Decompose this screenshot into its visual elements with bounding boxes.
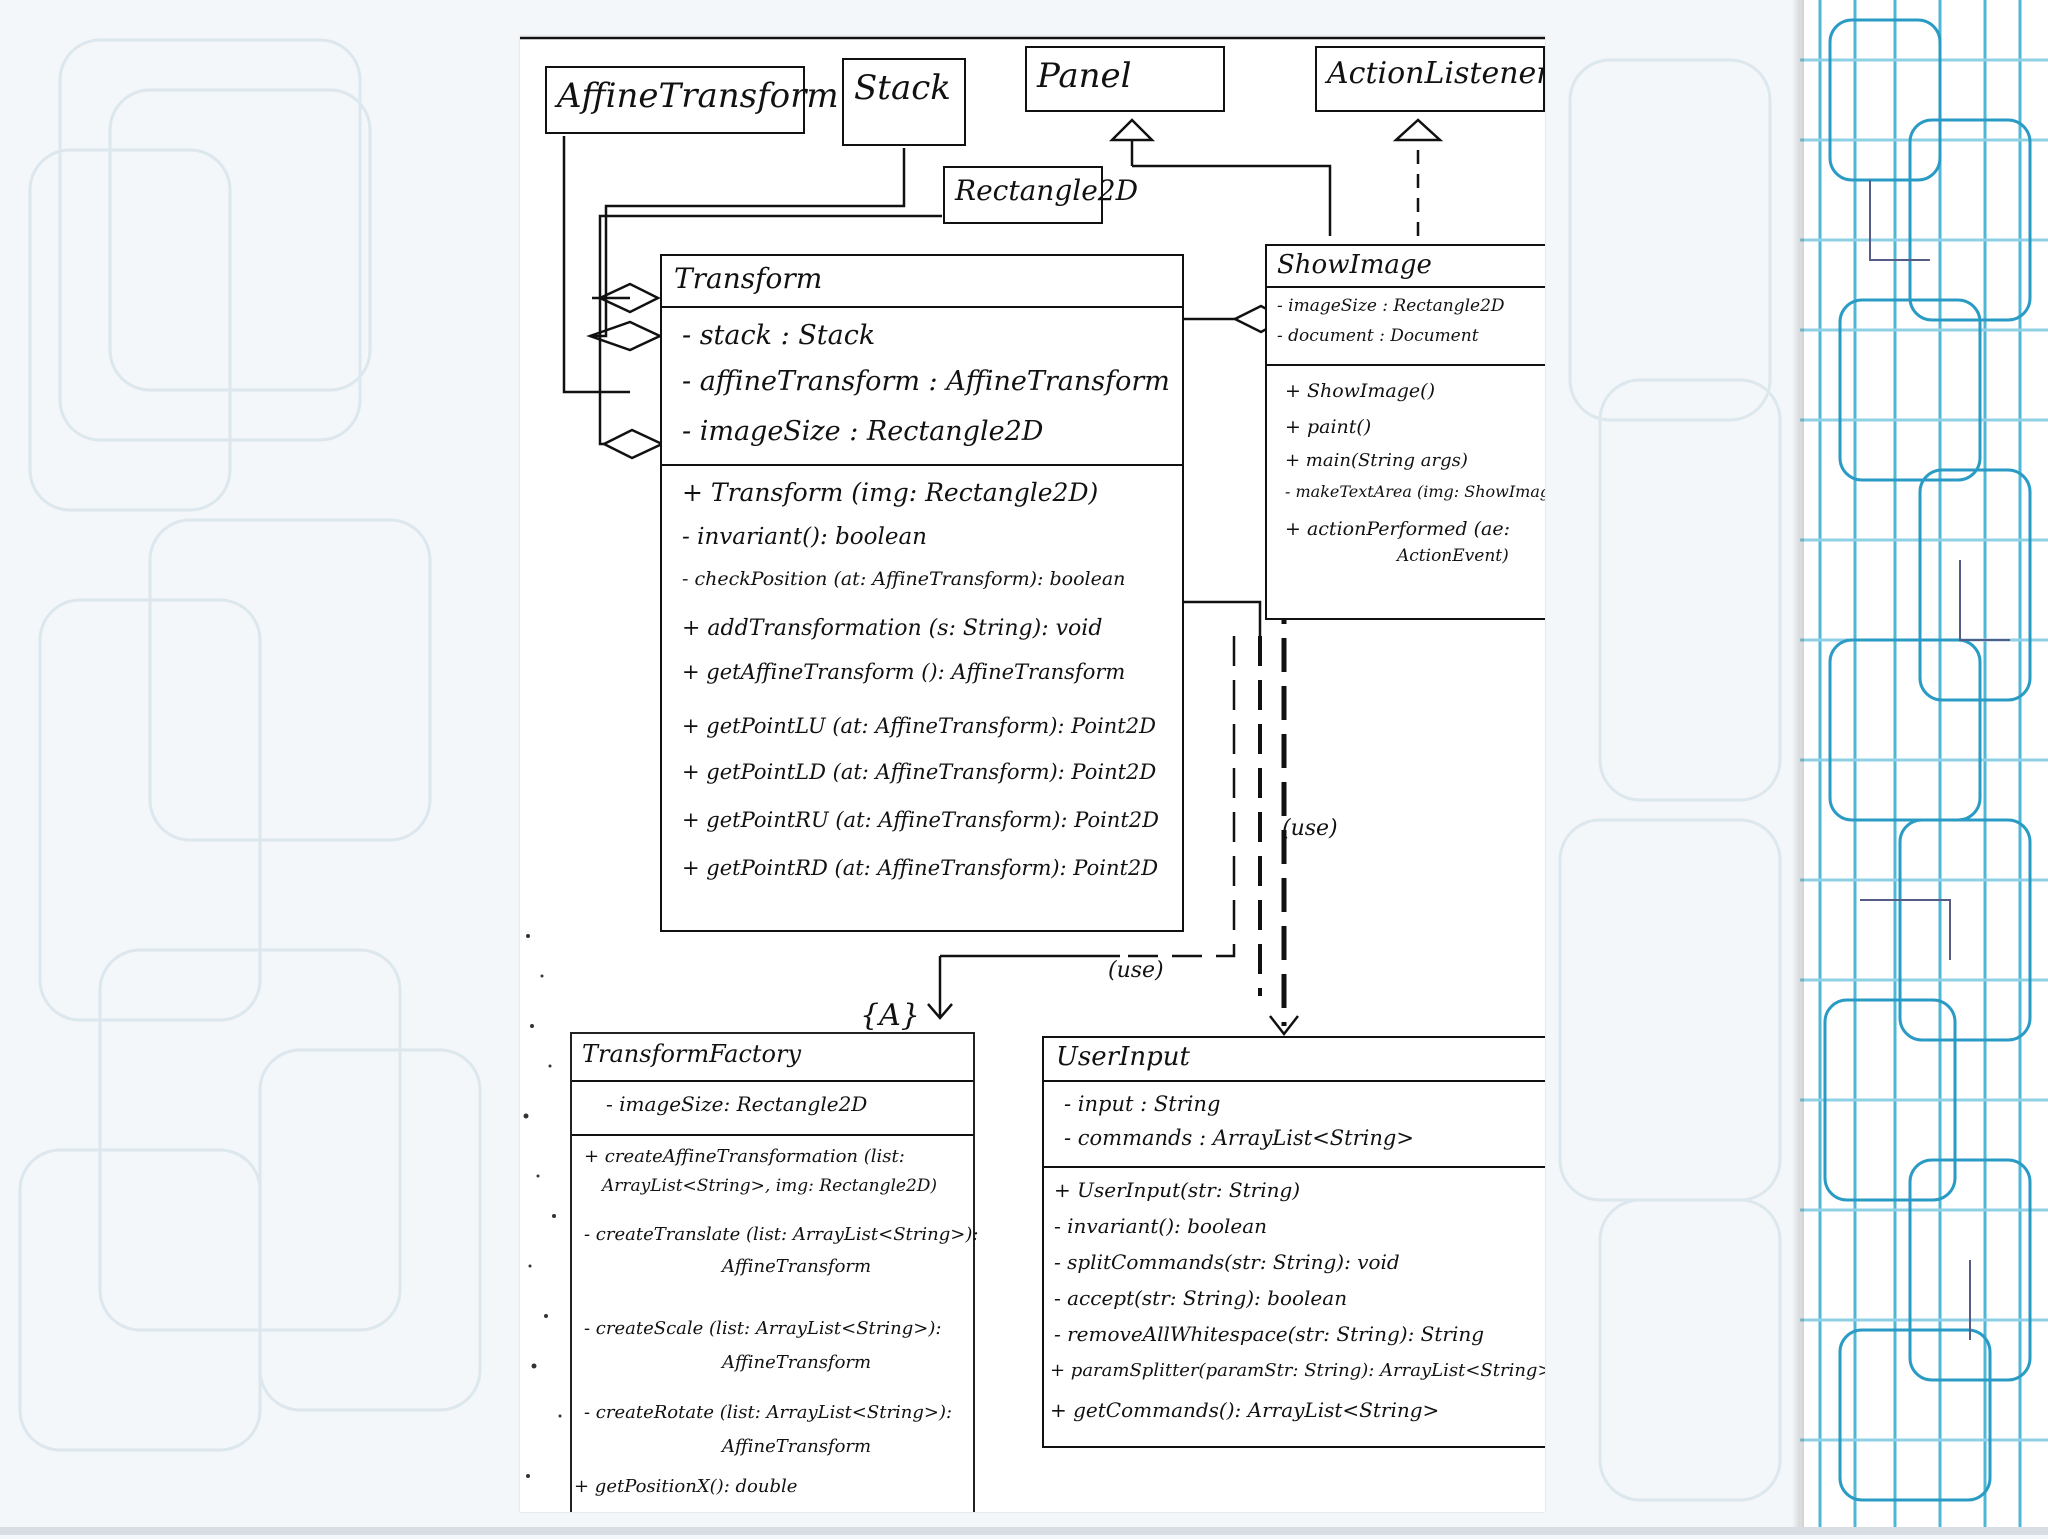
class-name: TransformFactory [582, 1040, 802, 1068]
method: - splitCommands(str: String): void [1054, 1250, 1400, 1274]
method: - accept(str: String): boolean [1054, 1286, 1348, 1310]
method: ArrayList<String>, img: Rectangle2D) [602, 1176, 938, 1196]
class-rectangle2d: Rectangle2D [943, 166, 1138, 224]
class-stack: Stack [842, 58, 966, 146]
method: - checkPosition (at: AffineTransform): b… [682, 568, 1126, 590]
method: AffineTransform [722, 1352, 872, 1373]
attribute: - stack : Stack [682, 320, 876, 351]
attribute: - imageSize: Rectangle2D [606, 1092, 868, 1116]
class-user-input: UserInput - input : String - commands : … [1042, 1036, 1545, 1448]
attribute: - imageSize : Rectangle2D [682, 416, 1044, 447]
method: + getAffineTransform (): AffineTransform [682, 660, 1126, 684]
class-name: AffineTransform [557, 76, 839, 116]
connector-lines [520, 36, 1545, 1037]
uml-class-diagram: AffineTransform Stack Panel ActionListen… [520, 36, 1545, 1512]
method: - invariant(): boolean [682, 524, 927, 550]
class-affine-transform: AffineTransform [545, 66, 839, 134]
decorative-side-strip [1800, 0, 2048, 1535]
method: AffineTransform [722, 1256, 872, 1277]
class-show-image: ShowImage - imageSize : Rectangle2D - do… [1265, 244, 1545, 620]
method: - createTranslate (list: ArrayList<Strin… [584, 1224, 979, 1245]
attribute: - commands : ArrayList<String> [1064, 1126, 1414, 1150]
class-transform: Transform - stack : Stack - affineTransf… [660, 254, 1184, 932]
method: + getPointRU (at: AffineTransform): Poin… [682, 808, 1159, 832]
class-name: Panel [1037, 56, 1132, 96]
method: + getPositionX(): double [574, 1476, 798, 1497]
method: + paramSplitter(paramStr: String): Array… [1050, 1360, 1545, 1381]
abstract-stereotype: {A} [860, 998, 920, 1033]
class-name: Transform [674, 262, 823, 295]
attribute: - imageSize : Rectangle2D [1277, 296, 1505, 316]
method: - createRotate (list: ArrayList<String>)… [584, 1402, 953, 1423]
method: + ShowImage() [1285, 380, 1435, 402]
method: - invariant(): boolean [1054, 1214, 1268, 1238]
method: - removeAllWhitespace(str: String): Stri… [1054, 1322, 1485, 1346]
method: + getPointLD (at: AffineTransform): Poin… [682, 760, 1157, 784]
scan-noise [523, 934, 562, 1478]
decorative-line-pattern [1800, 0, 2048, 1535]
method: - createScale (list: ArrayList<String>): [584, 1318, 942, 1339]
method: + getCommands(): ArrayList<String> [1050, 1398, 1440, 1422]
method: ActionEvent) [1397, 546, 1509, 566]
method: + addTransformation (s: String): void [682, 616, 1103, 641]
bottom-band [0, 1527, 2048, 1535]
class-name: UserInput [1056, 1042, 1190, 1072]
attribute: - affineTransform : AffineTransform [682, 366, 1170, 397]
method: + paint() [1285, 416, 1372, 438]
strip-shadow [1792, 0, 1804, 1535]
class-transform-factory: TransformFactory - imageSize: Rectangle2… [570, 1032, 979, 1512]
class-name: ShowImage [1277, 250, 1432, 280]
class-action-listener: ActionListener [1315, 46, 1545, 112]
attribute: - input : String [1064, 1092, 1221, 1116]
method: + UserInput(str: String) [1054, 1178, 1301, 1202]
method: + actionPerformed (ae: [1285, 518, 1510, 540]
background-pattern [18, 38, 1782, 1502]
class-name: Rectangle2D [955, 174, 1139, 207]
class-name: ActionListener [1327, 56, 1545, 91]
method: + Transform (img: Rectangle2D) [682, 478, 1099, 507]
class-name: Stack [854, 68, 951, 108]
method: + createAffineTransformation (list: [584, 1146, 905, 1167]
class-panel: Panel [1025, 46, 1225, 112]
use-label: (use) [1108, 958, 1164, 983]
method: AffineTransform [722, 1436, 872, 1457]
attribute: - document : Document [1277, 326, 1479, 346]
use-label: (use) [1282, 816, 1338, 841]
method: + getPointRD (at: AffineTransform): Poin… [682, 856, 1159, 880]
method: - makeTextArea (img: ShowImage) [1285, 482, 1545, 501]
method: + main(String args) [1285, 450, 1468, 471]
method: + getPointLU (at: AffineTransform): Poin… [682, 714, 1156, 738]
